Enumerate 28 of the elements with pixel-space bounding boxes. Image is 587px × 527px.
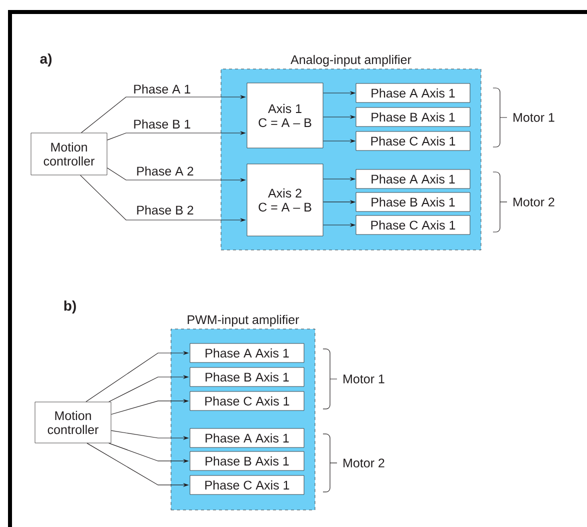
- motor-label: Motor 1: [344, 374, 384, 384]
- controller-box: Motion controller: [34, 402, 112, 444]
- phase-box: Phase A Axis 1: [190, 343, 304, 363]
- phase-box: Phase C Axis 1: [356, 215, 470, 235]
- phase-box: Phase C Axis 1: [190, 391, 304, 411]
- phase-box: Phase B Axis 1: [190, 451, 304, 471]
- motor-label: Motor 2: [514, 198, 554, 206]
- axis-box: Axis 2 C = A – B: [246, 164, 324, 236]
- panel-label: a): [40, 53, 52, 66]
- edge-label: Phase A 1: [134, 84, 190, 94]
- phase-box: Phase B Axis 1: [190, 367, 304, 387]
- controller-box: Motion controller: [30, 132, 108, 176]
- motor-label: Motor 2: [344, 458, 384, 468]
- phase-box: Phase B Axis 1: [356, 107, 470, 127]
- node-label: PWM-input amplifier: [188, 314, 300, 327]
- phase-box: Phase C Axis 1: [356, 131, 470, 151]
- edge-label: Phase A 2: [137, 166, 194, 176]
- motor-label: Motor 1: [514, 113, 554, 122]
- phase-box: Phase A Axis 1: [190, 428, 304, 448]
- edge-label: Phase B 2: [137, 205, 194, 215]
- phase-box: Phase C Axis 1: [190, 475, 304, 495]
- node-label: Analog-input amplifier: [290, 54, 412, 67]
- phase-box: Phase A Axis 1: [356, 169, 470, 189]
- edge-label: Phase B 1: [134, 119, 190, 129]
- phase-box: Phase B Axis 1: [356, 192, 470, 212]
- phase-box: Phase A Axis 1: [356, 83, 470, 103]
- axis-box: Axis 1 C = A – B: [246, 82, 324, 148]
- panel-label: b): [64, 300, 76, 314]
